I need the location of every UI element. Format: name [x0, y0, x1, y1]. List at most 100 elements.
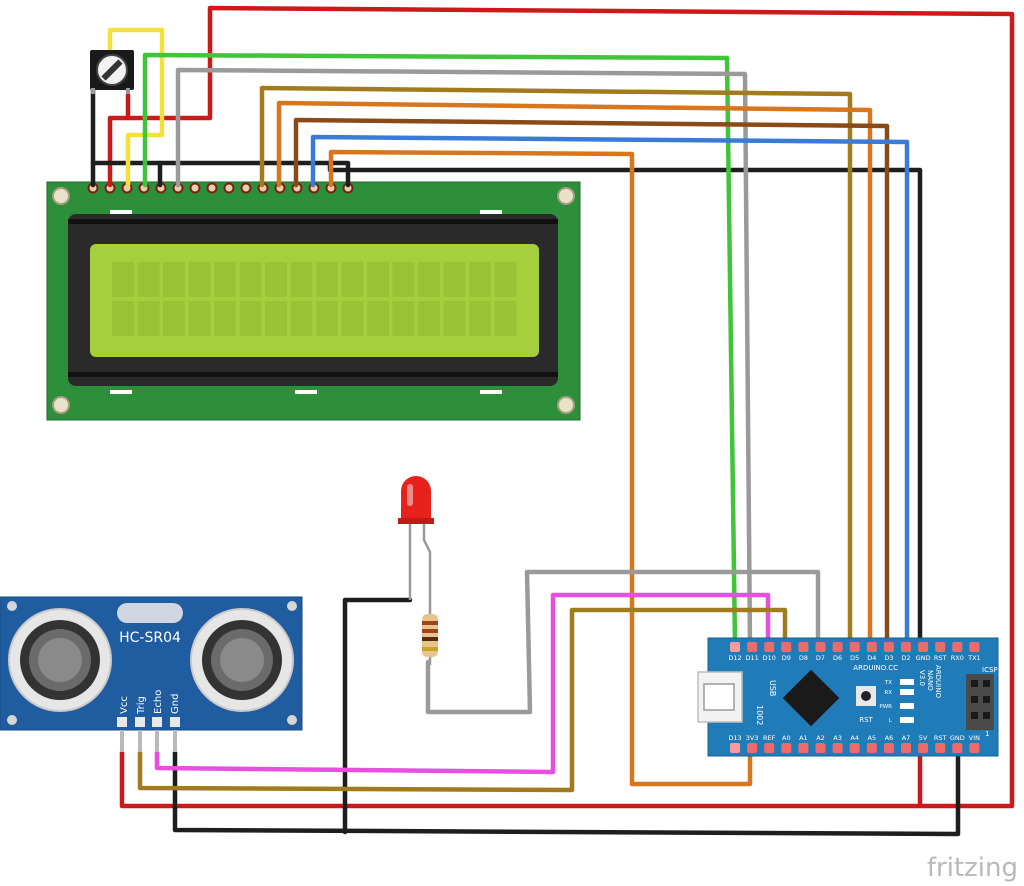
- pot-pin: [91, 88, 95, 94]
- lcd-char-cell: [214, 301, 236, 336]
- sensor-pin: [135, 717, 145, 727]
- nano-status-led: [900, 679, 914, 685]
- nano-pin-label: D11: [745, 654, 758, 662]
- nano-icsp-pin: [983, 696, 990, 703]
- nano-pin-label: REF: [763, 734, 776, 742]
- lcd-char-cell: [418, 301, 440, 336]
- nano-reset-button-cap: [861, 691, 871, 701]
- lcd-header-pin: [189, 182, 201, 194]
- nano-pin-label: A7: [902, 734, 911, 742]
- lcd-char-cell: [367, 301, 389, 336]
- nano-pin-label: GND: [916, 654, 931, 662]
- sensor-pin-label-echo: Echo: [153, 690, 164, 714]
- sensor-pin-label-vcc: Vcc: [119, 696, 130, 714]
- lcd-char-cell: [214, 262, 236, 297]
- lcd-header-pin: [240, 182, 252, 194]
- sensor-pin-leg: [120, 730, 124, 752]
- nano-icsp-pin: [971, 696, 978, 703]
- nano-pin-label: TX1: [967, 654, 981, 662]
- nano-status-led: [900, 703, 914, 709]
- lcd-silk-mark: [295, 390, 317, 394]
- nano-pin-label: 3V3: [746, 734, 759, 742]
- nano-pin-label: D9: [782, 654, 791, 662]
- nano-icsp-pin: [983, 680, 990, 687]
- resistor-band: [422, 647, 438, 651]
- nano-pin-label: D8: [799, 654, 808, 662]
- nano-header-pin: [798, 642, 809, 652]
- nano-pin-label: A4: [850, 734, 859, 742]
- nano-header-pin: [815, 743, 826, 753]
- nano-header-pin: [866, 743, 877, 753]
- nano-header-pin: [781, 743, 792, 753]
- nano-pin-label: D5: [850, 654, 859, 662]
- sensor-mount-hole: [7, 715, 17, 725]
- nano-icsp-pin: [971, 712, 978, 719]
- pot-pin: [126, 88, 130, 94]
- lcd-char-cell: [290, 301, 313, 336]
- nano-header-pin: [815, 642, 826, 652]
- wire-darkyellow-trig: [137, 607, 788, 793]
- nano-header-pin: [764, 642, 775, 652]
- nano-status-led: [900, 689, 914, 695]
- nano-reset-label: RST: [859, 716, 873, 724]
- lcd-char-cell: [316, 301, 338, 336]
- nano-pin-label: A6: [885, 734, 894, 742]
- nano-usb-port: [703, 683, 735, 711]
- lcd-char-cell: [494, 301, 517, 336]
- nano-header-pin: [918, 743, 929, 753]
- nano-pin-label: D3: [884, 654, 893, 662]
- nano-pin-label: D7: [816, 654, 825, 662]
- nano-pin-label: A0: [782, 734, 791, 742]
- nano-usb-label: USB: [768, 680, 777, 696]
- lcd-screen: [90, 244, 539, 357]
- nano-header-pin: [883, 743, 894, 753]
- sensor-pin-leg: [138, 730, 142, 752]
- sensor-mount-hole: [287, 715, 297, 725]
- nano-pcb: [707, 637, 999, 757]
- nano-corner-mark: 1: [985, 730, 989, 738]
- nano-microcontroller: [782, 669, 840, 727]
- nano-pin-label: D13: [728, 734, 741, 742]
- wire-gray-lcd-en: [175, 67, 753, 648]
- nano-icsp-pin: [971, 680, 978, 687]
- sensor-transducer-left: [8, 608, 112, 712]
- lcd-char-cell: [392, 262, 415, 297]
- led-dome: [401, 476, 431, 522]
- nano-icsp-pin: [983, 712, 990, 719]
- lcd-char-cell: [112, 262, 134, 297]
- nano-header-pin: [969, 743, 980, 753]
- nano-led-label: L: [889, 718, 893, 724]
- lcd-char-cell: [341, 301, 364, 336]
- wire-gray-led: [425, 569, 821, 715]
- wire-orange-backlight: [328, 149, 753, 787]
- lcd-char-cell: [443, 301, 466, 336]
- resistor-band: [422, 637, 438, 641]
- nano-pin-label: VIN: [969, 734, 980, 742]
- lcd-char-cell: [443, 262, 466, 297]
- wire-green-lcd-rs: [142, 52, 738, 648]
- lcd-bezel-line: [68, 372, 558, 377]
- lcd-silk-mark: [110, 210, 132, 214]
- arduino-nano: USB 1002 RST ARDUINO.CC ARDUINO NANO V3.…: [697, 637, 999, 757]
- nano-pin-label: D6: [833, 654, 842, 662]
- lcd-char-cell: [265, 301, 287, 336]
- lcd-char-cell: [137, 301, 160, 336]
- sensor-pin: [117, 717, 127, 727]
- lcd-header-pin: [206, 182, 218, 194]
- pot-slot: [101, 59, 123, 81]
- lcd-char-cell: [239, 301, 262, 336]
- lcd-silk-mark: [480, 390, 502, 394]
- lcd-char-cell: [469, 262, 491, 297]
- lcd-mount-hole: [557, 187, 575, 205]
- nano-header-pin: [849, 642, 860, 652]
- nano-header-pin: [832, 743, 843, 753]
- lcd-char-cell: [188, 262, 211, 297]
- resistor-band: [422, 629, 438, 633]
- nano-led-label: PWR: [879, 704, 892, 710]
- wire-brown-lcd-d6: [293, 117, 890, 648]
- sensor-pin: [170, 717, 180, 727]
- nano-pin-label: D12: [728, 654, 741, 662]
- lcd-char-cell: [494, 262, 517, 297]
